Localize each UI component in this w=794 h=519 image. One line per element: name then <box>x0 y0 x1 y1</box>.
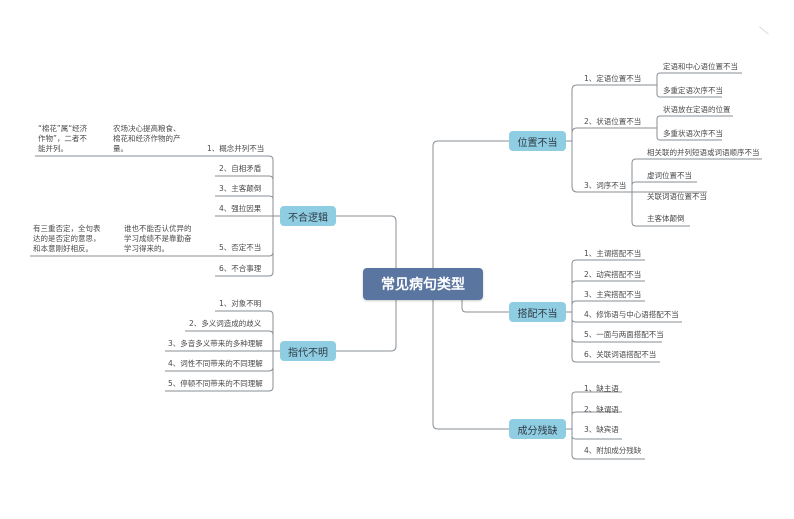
leaf-item[interactable]: 1、概念并列不当 <box>207 144 265 153</box>
node-illogical[interactable]: 不合逻辑 <box>280 206 336 226</box>
leaf-item[interactable]: 5、一面与两面搭配不当 <box>584 330 664 339</box>
leaf-item[interactable]: 2、动宾搭配不当 <box>584 270 642 279</box>
leaf-item[interactable]: 2、自相矛盾 <box>219 164 262 173</box>
leaf-item[interactable]: 3、主客颠倒 <box>219 184 262 193</box>
leaf-item[interactable]: 多重状语次序不当 <box>663 129 723 138</box>
leaf-item[interactable]: 状语放在定语的位置 <box>663 105 731 114</box>
leaf-item[interactable]: 5、停顿不同带来的不同理解 <box>168 379 263 388</box>
leaf-item[interactable]: 1、缺主语 <box>584 384 619 393</box>
node-missing-component[interactable]: 成分残缺 <box>509 419 566 439</box>
leaf-item[interactable]: 关联词语位置不当 <box>647 192 707 201</box>
leaf-item[interactable]: 3、缺宾语 <box>584 425 619 434</box>
leaf-item[interactable]: 相关联的并列短语或词语顺序不当 <box>647 148 760 157</box>
leaf-item[interactable]: 1、主谓搭配不当 <box>584 249 642 258</box>
leaf-item[interactable]: 3、主宾搭配不当 <box>584 290 642 299</box>
leaf-item[interactable]: 2、缺谓语 <box>584 405 619 414</box>
leaf-item[interactable]: 虚词位置不当 <box>647 171 692 180</box>
leaf-item[interactable]: 3、多音多义带来的多种理解 <box>168 339 263 348</box>
group-attributive-position[interactable]: 1、定语位置不当 <box>584 74 642 83</box>
note-explanation: 有三重否定，全句表 达的是否定的意思， 和本意刚好相反。 <box>33 224 101 253</box>
node-position-error[interactable]: 位置不当 <box>509 131 566 151</box>
leaf-item[interactable]: 2、多义词造成的歧义 <box>189 319 262 328</box>
leaf-item[interactable]: 5、否定不当 <box>219 243 262 252</box>
note-explanation: “棉花”属“经济 作物”，二者不 能并列。 <box>38 124 88 153</box>
leaf-item[interactable]: 4、附加成分残缺 <box>584 446 642 455</box>
leaf-item[interactable]: 4、词性不同带来的不同理解 <box>168 359 263 368</box>
node-collocation-error[interactable]: 搭配不当 <box>509 302 566 322</box>
leaf-item[interactable]: 1、对象不明 <box>219 299 262 308</box>
leaf-item[interactable]: 4、修饰语与中心语搭配不当 <box>584 310 679 319</box>
leaf-item[interactable]: 6、不合事理 <box>219 264 262 273</box>
leaf-item[interactable]: 主客体颠倒 <box>647 214 685 223</box>
node-unclear-reference[interactable]: 指代不明 <box>280 341 336 361</box>
leaf-item[interactable]: 多重定语次序不当 <box>663 86 723 95</box>
group-word-order[interactable]: 3、词序不当 <box>584 181 627 190</box>
root-node[interactable]: 常见病句类型 <box>363 268 483 300</box>
group-adverbial-position[interactable]: 2、状语位置不当 <box>584 117 642 126</box>
note-example: 农场决心提高粮食、 棉花和经济作物的产 量。 <box>113 124 181 153</box>
note-example: 谁也不能否认优异的 学习成绩不是靠勤奋 学习得来的。 <box>124 224 192 253</box>
leaf-item[interactable]: 定语和中心语位置不当 <box>663 62 738 71</box>
leaf-item[interactable]: 4、强拉因果 <box>219 204 262 213</box>
leaf-item[interactable]: 6、关联词语搭配不当 <box>584 350 657 359</box>
